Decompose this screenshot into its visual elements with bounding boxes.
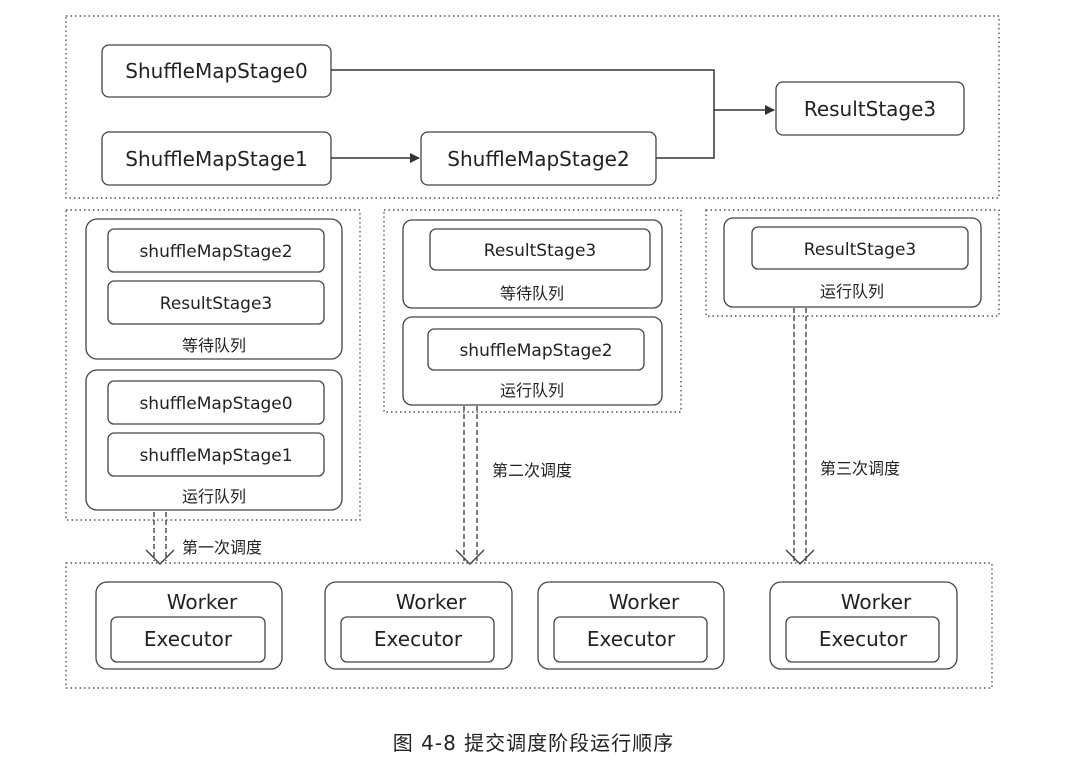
round2-region [383,209,682,413]
executor-label: Executor [587,627,676,651]
round1-running-queue: shuffleMapStage0 shuffleMapStage1 运行队列 [85,369,343,511]
executor-box [340,616,495,663]
schedule-arrow-1: 第一次调度 [145,512,262,565]
node-resultstage3: ResultStage3 [775,81,965,136]
round3-running-queue: ResultStage3 运行队列 [723,217,982,308]
worker-cluster [65,562,993,689]
dag-region [65,15,1000,199]
worker-node: Worker Executor [324,581,513,670]
worker-node: Worker Executor [537,581,725,670]
round1-running-label: 运行队列 [182,487,246,506]
schedule-arrow-3: 第三次调度 [785,308,900,565]
round3-running-item: ResultStage3 [804,240,916,260]
worker-label: Worker [396,590,467,614]
worker-label: Worker [167,590,238,614]
schedule-label-2: 第二次调度 [492,461,572,480]
worker-label: Worker [609,590,680,614]
round2-running-queue: shuffleMapStage2 运行队列 [402,316,663,406]
executor-label: Executor [374,627,463,651]
schedule-label-1: 第一次调度 [182,538,262,557]
round1-running-item: shuffleMapStage1 [139,446,292,466]
round1-waiting-queue: shuffleMapStage2 ResultStage3 等待队列 [85,218,343,360]
node-shufflemapstage2-label: ShuffleMapStage2 [447,147,629,171]
node-shufflemapstage0-label: ShuffleMapStage0 [125,59,307,83]
edge-stage0-merge [331,69,715,110]
node-shufflemapstage0: ShuffleMapStage0 [101,44,332,98]
node-shufflemapstage1-label: ShuffleMapStage1 [125,147,307,171]
worker-node: Worker Executor [95,581,283,670]
round3-region [705,209,1000,317]
node-shufflemapstage1: ShuffleMapStage1 [101,131,332,186]
round2-waiting-label: 等待队列 [500,284,564,303]
executor-label: Executor [819,627,908,651]
executor-box [785,616,940,663]
worker-node: Worker Executor [769,581,958,670]
round1-waiting-label: 等待队列 [182,336,246,355]
schedule-label-3: 第三次调度 [820,459,900,478]
round2-waiting-item: ResultStage3 [484,241,596,261]
round1-running-item: shuffleMapStage0 [139,394,292,414]
node-shufflemapstage2: ShuffleMapStage2 [420,131,657,186]
schedule-arrow-2: 第二次调度 [455,406,572,565]
round3-running-label: 运行队列 [820,282,884,301]
round1-waiting-item: shuffleMapStage2 [139,242,292,262]
stage-schedule-diagram: ShuffleMapStage0 ShuffleMapStage1 Shuffl… [65,15,1000,689]
executor-box [110,616,266,663]
executor-box [553,616,708,663]
worker-label: Worker [841,590,912,614]
round2-running-item: shuffleMapStage2 [459,341,612,361]
edge-stage2-merge [656,110,715,159]
figure-caption: 图 4-8 提交调度阶段运行顺序 [392,731,675,755]
round1-waiting-item: ResultStage3 [160,294,272,314]
round2-running-label: 运行队列 [500,381,564,400]
executor-label: Executor [144,627,233,651]
round1-region [65,209,361,521]
round2-waiting-queue: ResultStage3 等待队列 [402,219,663,309]
node-resultstage3-label: ResultStage3 [804,97,936,121]
